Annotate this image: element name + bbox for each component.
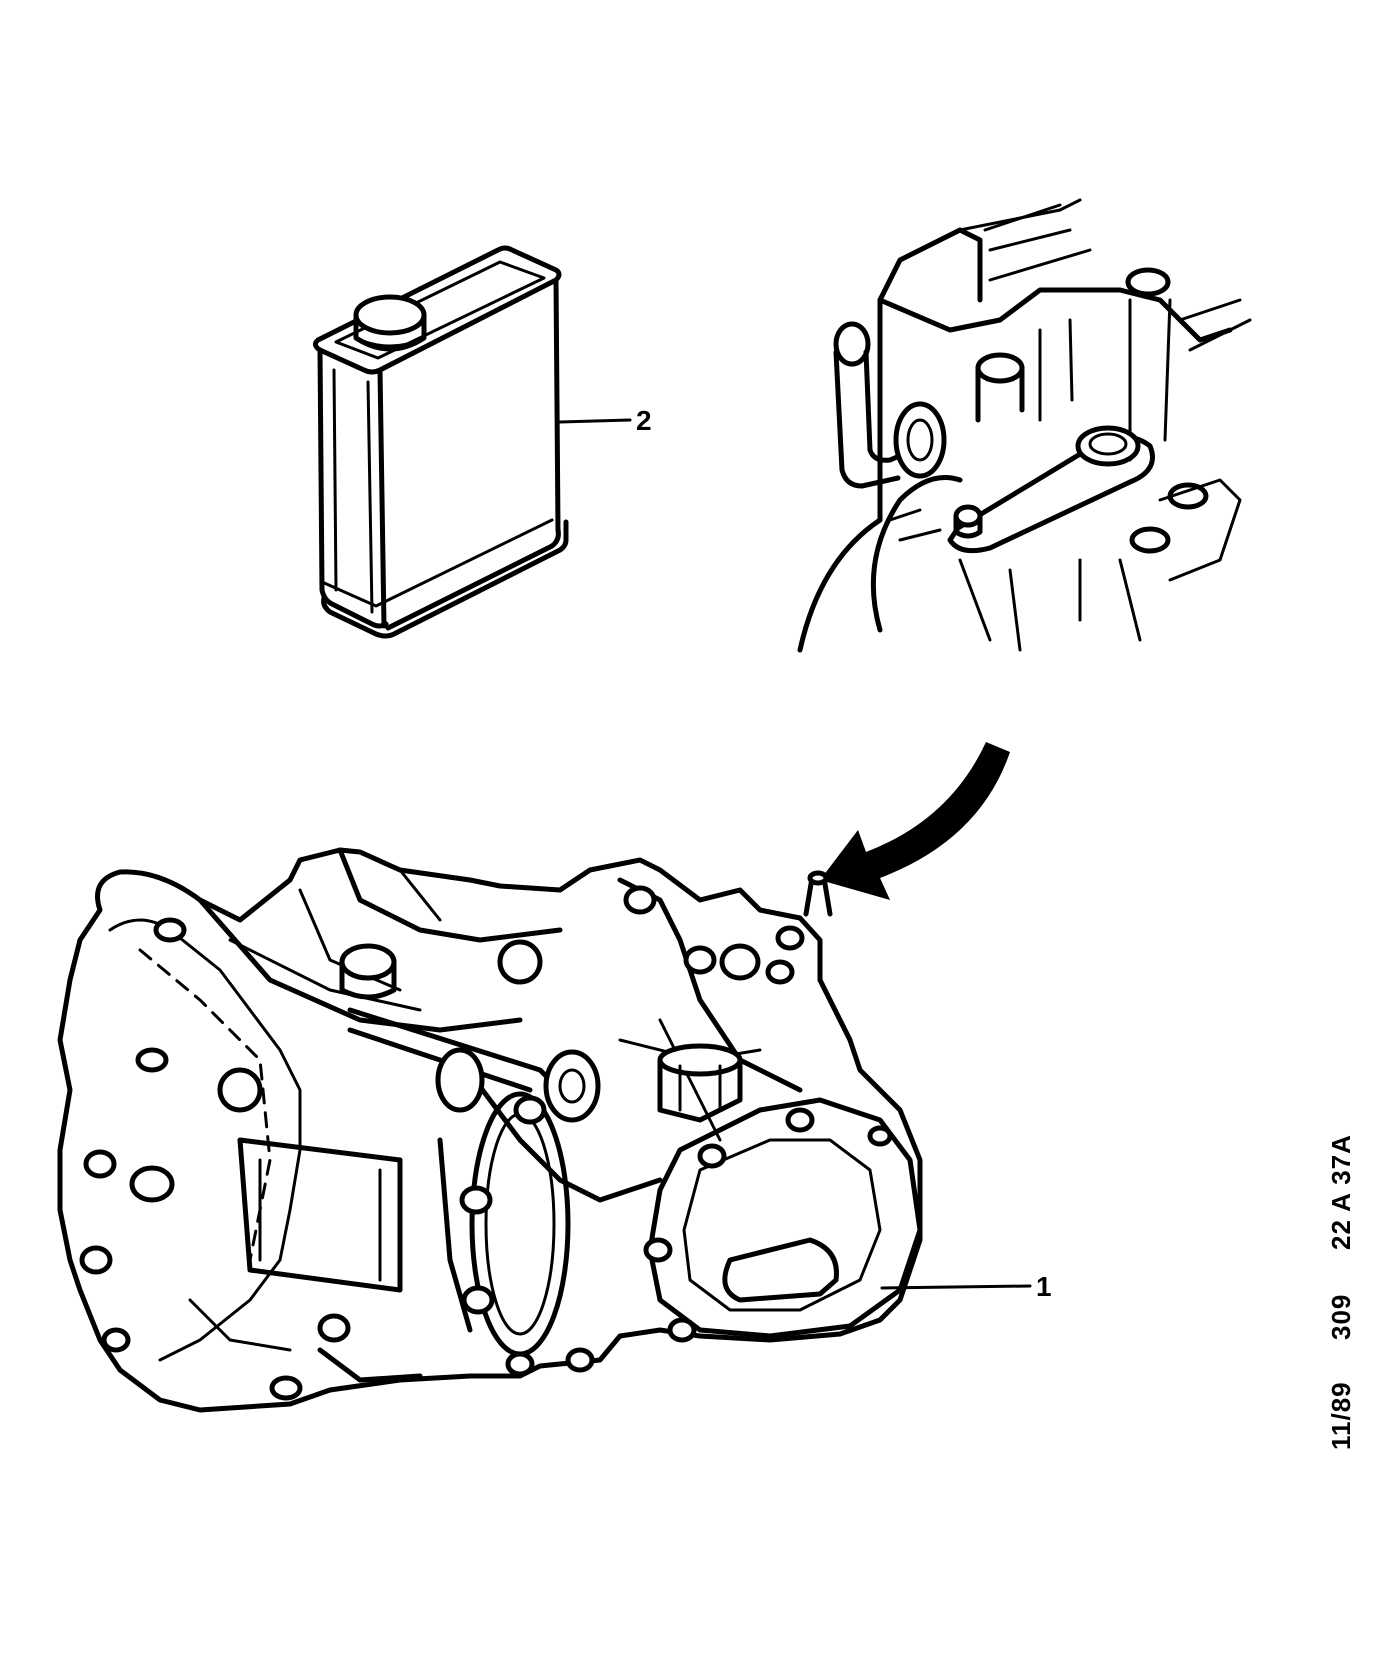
curved-arrow-icon: [820, 742, 1010, 900]
reference-code: 22 A 37A: [1326, 1134, 1356, 1250]
reference-model: 309: [1326, 1294, 1356, 1340]
oil-can-drawing: [312, 245, 569, 639]
gearbox-callout: 1: [1036, 1271, 1052, 1302]
reference-code-block: 11/89 309 22 A 37A: [1326, 1134, 1356, 1450]
oil-can-callout: 2: [636, 405, 652, 436]
reference-date: 11/89: [1326, 1381, 1356, 1450]
gearbox-leader-line: [880, 1284, 1032, 1290]
detail-view-drawing: [797, 198, 1252, 653]
oil-can-leader-line: [558, 418, 632, 424]
gearbox-drawing: [57, 847, 923, 1413]
